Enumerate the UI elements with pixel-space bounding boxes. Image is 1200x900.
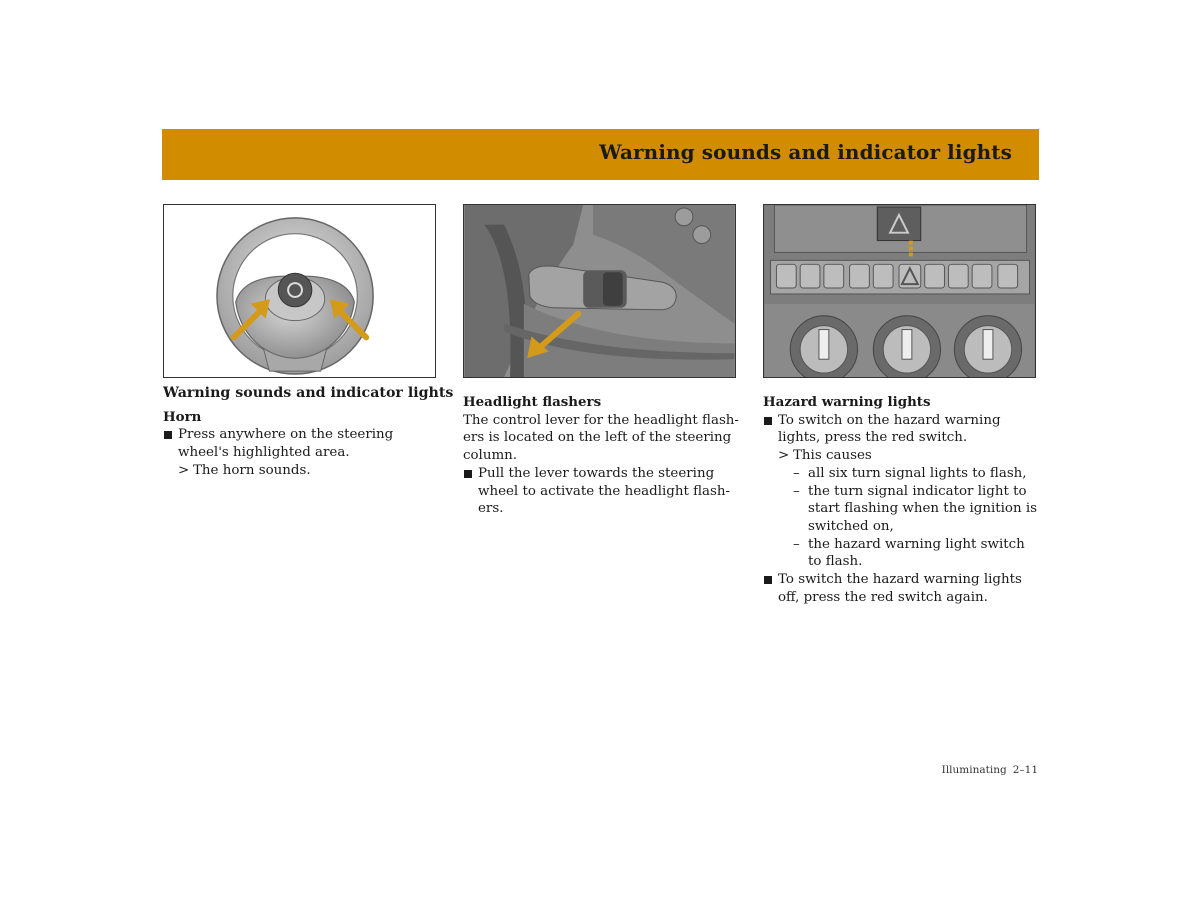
hazard-switch-figure bbox=[763, 204, 1036, 378]
page-footer: Illuminating 2–11 bbox=[942, 764, 1038, 776]
dash-mark: – bbox=[793, 536, 800, 552]
dash-text: all six turn signal lights to flash, bbox=[808, 465, 1027, 481]
result-mark: > bbox=[778, 448, 790, 464]
result-line: >The horn sounds. bbox=[163, 462, 441, 480]
result-text: This causes bbox=[793, 448, 872, 464]
instruction-bullet: To switch on the hazard warning lights, … bbox=[763, 412, 1041, 447]
subheading-headlight-flashers: Headlight flashers bbox=[463, 394, 602, 410]
result-line: >This causes bbox=[763, 447, 1041, 465]
dash-text: the turn signal indicator light to start… bbox=[808, 483, 1038, 534]
dash-text: the hazard warning light switch to flash… bbox=[808, 536, 1025, 570]
column-horn: Warning sounds and indicator lights Horn… bbox=[163, 385, 454, 480]
dash-mark: – bbox=[793, 465, 800, 481]
subheading-hazard-warning: Hazard warning lights bbox=[763, 394, 931, 410]
steering-wheel-icon bbox=[216, 217, 374, 375]
headlight-lever-figure bbox=[463, 204, 736, 378]
instruction-bullet: Press anywhere on the steering wheel's h… bbox=[163, 426, 441, 461]
instruction-bullet: Pull the lever towards the steering whee… bbox=[463, 465, 741, 518]
dash-item: –the turn signal indicator light to star… bbox=[763, 483, 1041, 536]
header-band: Warning sounds and indicator lights bbox=[162, 129, 1039, 180]
result-mark: > bbox=[178, 462, 190, 478]
page-title: Warning sounds and indicator lights bbox=[599, 140, 1012, 164]
hazard-switch-icon bbox=[764, 205, 1035, 377]
page-number: 2–11 bbox=[1012, 764, 1038, 776]
footer-section: Illuminating bbox=[941, 764, 1007, 776]
section-title: Warning sounds and indicator lights bbox=[163, 385, 454, 401]
result-text: The horn sounds. bbox=[193, 462, 311, 478]
subheading-horn: Horn bbox=[163, 408, 202, 425]
instruction-bullet: To switch the hazard warning lights off,… bbox=[763, 571, 1041, 606]
column-hazard-warning: Hazard warning lights To switch on the h… bbox=[763, 394, 1041, 606]
dash-item: –all six turn signal lights to flash, bbox=[763, 465, 1041, 483]
dash-mark: – bbox=[793, 483, 800, 499]
intro-paragraph: The control lever for the headlight flas… bbox=[463, 412, 739, 464]
column-headlight-flashers: Headlight flashers The control lever for… bbox=[463, 394, 741, 518]
headlight-lever-icon bbox=[464, 205, 735, 377]
dash-item: –the hazard warning light switch to flas… bbox=[763, 536, 1041, 571]
steering-wheel-figure bbox=[163, 204, 436, 378]
